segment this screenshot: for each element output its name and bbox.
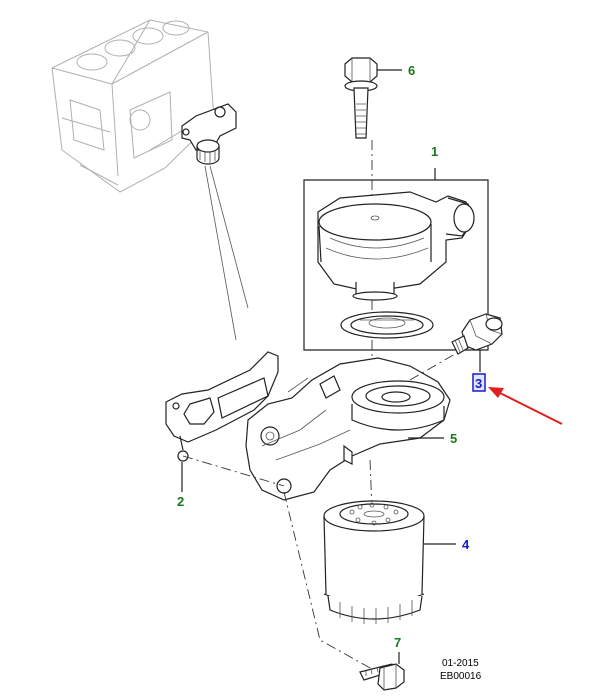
oil-filter-housing-part-5 (245, 357, 451, 501)
o-ring-seal (340, 311, 434, 339)
callout-4[interactable]: 4 (462, 537, 470, 552)
engine-block-illustration (51, 19, 215, 193)
oil-cooler-location-thumbnail (181, 103, 237, 165)
callout-1[interactable]: 1 (431, 144, 438, 159)
projection-line (209, 165, 249, 309)
gasket-part-2 (165, 351, 279, 462)
oil-cooler-part-1 (317, 191, 475, 301)
callout-5[interactable]: 5 (450, 431, 457, 446)
footer-code: EB00016 (440, 671, 482, 682)
bolt-part-6 (344, 57, 378, 139)
oil-pressure-switch-part-3 (451, 313, 503, 355)
oil-cooler-kit-frame (303, 168, 489, 351)
callout-6[interactable]: 6 (408, 63, 415, 78)
callout-3-highlight (472, 373, 486, 392)
callout-7[interactable]: 7 (394, 635, 401, 650)
footer-date: 01-2015 (442, 658, 479, 669)
pointer-arrow (488, 387, 563, 425)
alignment-line (182, 455, 285, 487)
bolt-part-7 (359, 663, 405, 691)
oil-filter-part-4 (323, 500, 425, 624)
alignment-line (283, 491, 389, 679)
callout-2[interactable]: 2 (177, 494, 184, 509)
callout-3[interactable]: 3 (475, 376, 482, 391)
projection-line (204, 165, 237, 341)
alignment-line (409, 349, 463, 381)
